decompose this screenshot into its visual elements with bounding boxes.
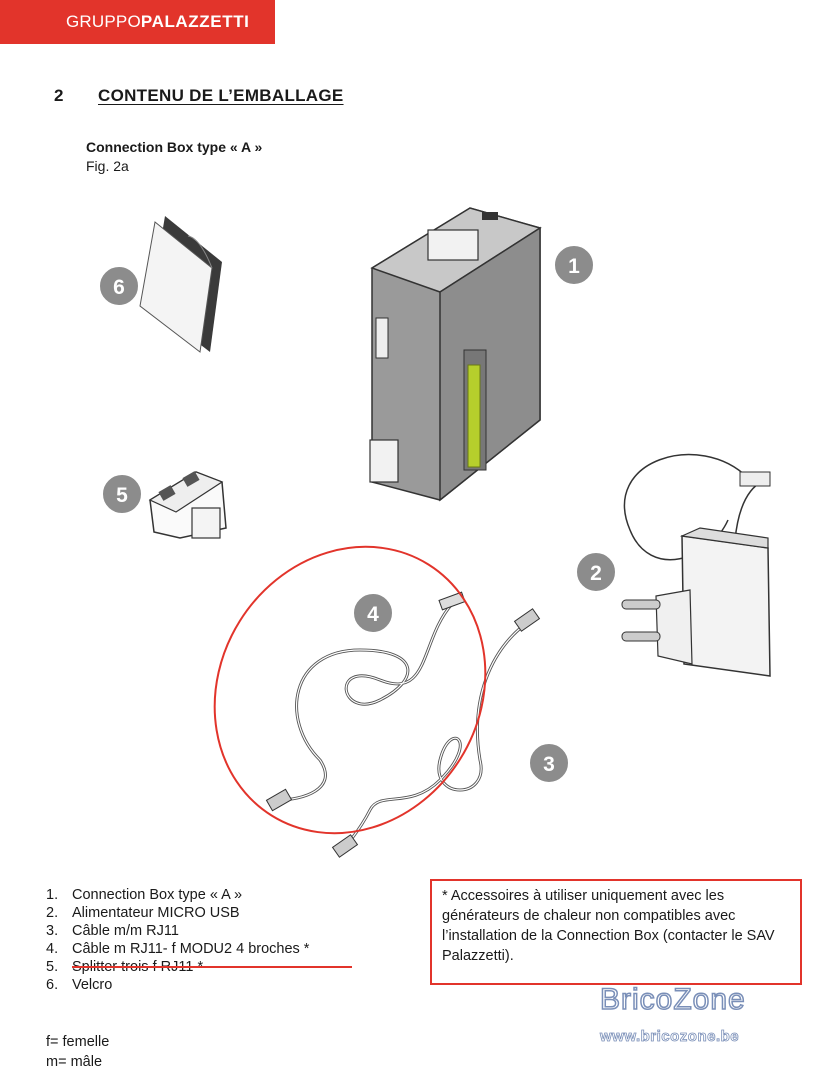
svg-text:1: 1 <box>568 255 580 278</box>
accessories-note: * Accessoires à utiliser uniquement avec… <box>430 879 802 985</box>
list-item: 6.Velcro <box>46 977 113 993</box>
list-item: 2.Alimentateur MICRO USB <box>46 905 240 921</box>
highlight-ellipse <box>213 545 487 835</box>
callout-5: 5 <box>101 473 143 515</box>
brand-name: PALAZZETTI <box>140 12 250 31</box>
cable-rj11-mm-drawing <box>331 608 541 858</box>
callout-4: 4 <box>352 592 394 634</box>
callout-3: 3 <box>528 742 570 784</box>
callout-2: 2 <box>575 551 617 593</box>
callout-1: 1 <box>553 244 595 286</box>
figure-label: Fig. 2a <box>86 158 129 174</box>
svg-text:6: 6 <box>113 276 125 299</box>
package-contents-illustration: 1 2 3 4 5 6 <box>98 207 771 858</box>
contents-list: 1.Connection Box type « A » 2.Alimentate… <box>46 886 309 994</box>
section-number: 2 <box>54 86 64 105</box>
cable-rj11-modu2-drawing <box>265 591 466 812</box>
brand-prefix: GRUPPO <box>66 12 141 31</box>
subsection-title: Connection Box type « A » <box>86 139 263 155</box>
item-4-underline <box>72 966 352 968</box>
svg-text:2: 2 <box>590 562 602 585</box>
svg-text:3: 3 <box>543 753 555 776</box>
callout-6: 6 <box>98 265 140 307</box>
splitter-drawing <box>148 471 227 539</box>
velcro-drawing <box>139 216 222 353</box>
list-item: 1.Connection Box type « A » <box>46 887 243 903</box>
svg-text:5: 5 <box>116 484 128 507</box>
section-title: CONTENU DE L’EMBALLAGE <box>98 86 344 105</box>
list-item: 4.Câble m RJ11- f MODU2 4 broches * <box>46 941 310 957</box>
svg-text:4: 4 <box>367 603 379 626</box>
legend-male: m= mâle <box>46 1054 103 1070</box>
watermark-name: BricoZone <box>599 982 746 1017</box>
power-supply-drawing <box>621 453 771 677</box>
legend-female: f= femelle <box>46 1034 110 1050</box>
watermark-url: www.bricozone.be <box>600 1028 740 1046</box>
list-item: 3.Câble m/m RJ11 <box>46 923 179 939</box>
connection-box-drawing <box>369 207 542 502</box>
